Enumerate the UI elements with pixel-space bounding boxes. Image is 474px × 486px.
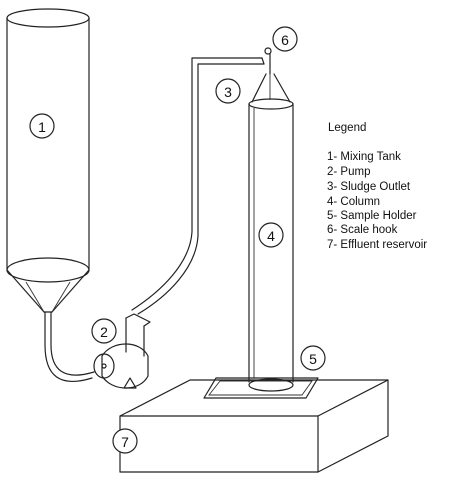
legend-item: 3- Sludge Outlet <box>327 181 411 193</box>
svg-text:3: 3 <box>224 84 232 100</box>
svg-text:7: 7 <box>121 434 129 450</box>
svg-text:5: 5 <box>309 351 317 367</box>
svg-text:1: 1 <box>38 119 46 135</box>
legend-item: 4- Column <box>327 196 380 208</box>
scale-hook <box>251 47 291 103</box>
legend-item: 2- Pump <box>327 166 370 178</box>
legend: Legend 1- Mixing Tank 2- Pump 3- Sludge … <box>327 122 427 251</box>
sample-holder <box>203 377 319 399</box>
callout-6: 6 <box>272 26 298 52</box>
callout-7: 7 <box>112 428 138 454</box>
legend-title: Legend <box>328 122 366 134</box>
callout-1: 1 <box>29 113 55 139</box>
column <box>248 98 294 383</box>
callout-5: 5 <box>300 345 326 371</box>
feed-pipe <box>44 311 95 382</box>
effluent-reservoir <box>119 379 389 473</box>
legend-item: 6- Scale hook <box>327 224 398 236</box>
svg-text:4: 4 <box>267 228 275 244</box>
svg-text:2: 2 <box>100 324 108 340</box>
callout-2: 2 <box>91 318 117 344</box>
sludge-outlet-tube <box>131 57 265 315</box>
legend-item: 1- Mixing Tank <box>327 151 401 163</box>
callout-3: 3 <box>215 78 241 104</box>
mixing-tank <box>6 8 90 313</box>
pump <box>93 313 151 389</box>
svg-text:6: 6 <box>281 32 289 48</box>
legend-item: 5- Sample Holder <box>327 210 417 222</box>
legend-item: 7- Effluent reservoir <box>327 239 427 251</box>
callout-4: 4 <box>258 222 284 248</box>
